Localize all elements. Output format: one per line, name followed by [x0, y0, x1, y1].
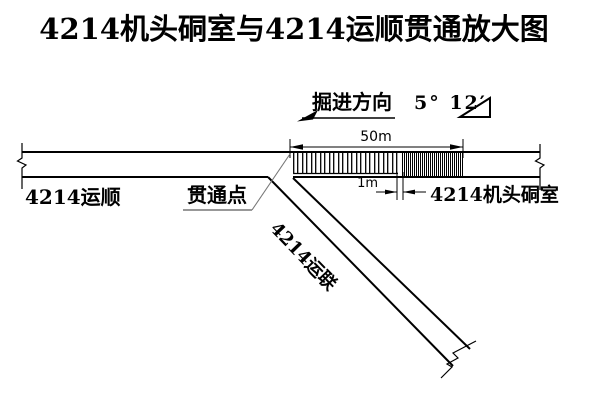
break-symbol-left	[16, 143, 28, 189]
dense-hatch	[402, 153, 463, 176]
breakthrough-leader-line	[183, 153, 291, 211]
breakthrough-point-label: 贯通点	[187, 183, 247, 207]
dimension-1m	[376, 172, 426, 200]
break-symbol-diagonal	[440, 340, 477, 379]
heading-direction-label: 掘进方向	[312, 90, 392, 114]
drawing-title: 4214机头硐室与4214运顺贯通放大图	[39, 12, 549, 46]
direction-arrow	[297, 110, 395, 122]
horizontal-tunnel-walls	[22, 151, 540, 178]
chamber-label: 4214机头硐室	[430, 184, 559, 206]
slope-triangle-icon	[456, 96, 491, 118]
sparse-hatch	[293, 153, 398, 176]
slope-angle-value: 5° 12′	[414, 92, 487, 114]
diagonal-tunnel-walls	[267, 176, 471, 367]
break-symbol-right	[534, 144, 546, 190]
dimension-50m-value: 50m	[360, 129, 392, 145]
dimension-1m-value: 1m	[357, 176, 378, 191]
left-tunnel-label: 4214运顺	[25, 185, 121, 209]
